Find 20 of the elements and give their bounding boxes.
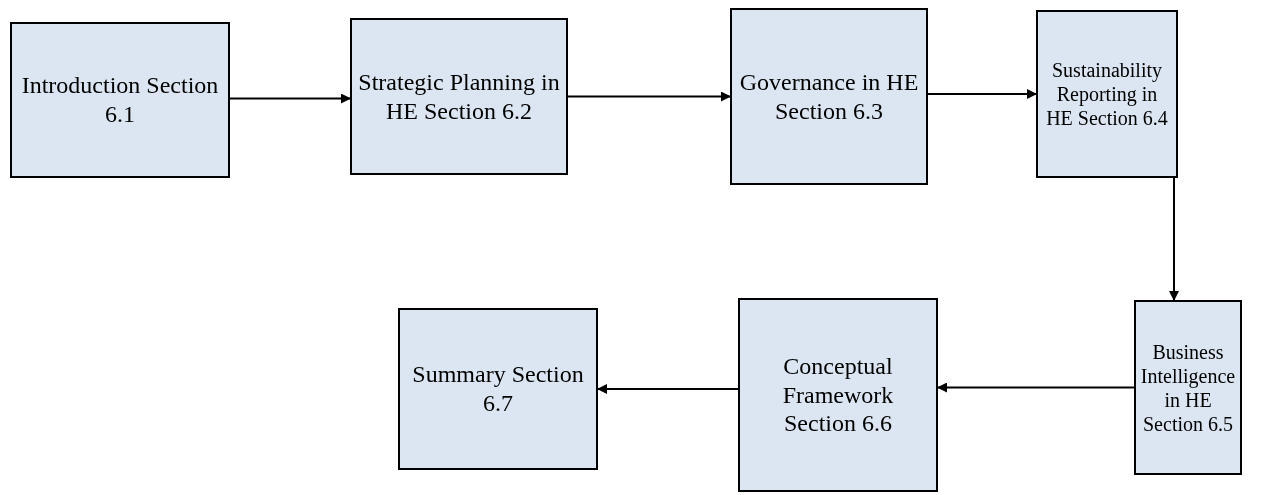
process-box (398, 308, 598, 470)
arrow (597, 384, 739, 394)
process-box (10, 22, 230, 178)
arrow (927, 89, 1037, 99)
box-label: Introduction Section 6.1 (20, 71, 220, 129)
arrow (229, 93, 351, 104)
process-box (350, 18, 568, 175)
process-box (1036, 10, 1178, 178)
box-label: Strategic Planning in HE Section 6.2 (358, 67, 560, 126)
arrow (1169, 177, 1179, 301)
arrow (567, 91, 731, 102)
box-label: Governance in HE Section 6.3 (738, 67, 920, 126)
process-box (730, 8, 928, 185)
box-label: Summary Section 6.7 (411, 360, 585, 418)
process-box (738, 298, 938, 492)
arrow (937, 382, 1135, 393)
box-label: Business Intelligence in HE Section 6.5 (1140, 339, 1236, 436)
process-box (1134, 300, 1242, 475)
box-label: Conceptual Framework Section 6.6 (781, 351, 895, 439)
box-label: Sustainability Reporting in HE Section 6.4 (1045, 58, 1169, 130)
